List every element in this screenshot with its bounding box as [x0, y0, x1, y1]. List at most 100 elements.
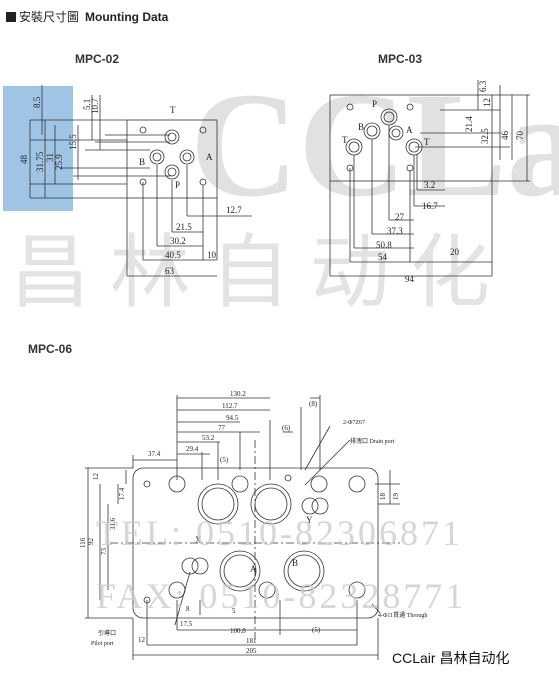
mpc06-dim-31-6: 31.6 [109, 517, 117, 530]
mpc06-dim-73: 73 [100, 548, 108, 556]
mpc02-dim-15-5: 15.5 [68, 134, 78, 150]
mpc06-dim-181: 181 [246, 637, 257, 645]
watermark-logo-text: CCLair [190, 62, 559, 228]
mpc03-labels: P A B T T 6.3 12 21.4 32.5 46 70 3.2 16.… [342, 80, 525, 284]
mpc03-dim-46: 46 [500, 131, 510, 141]
mpc03-dim-70: 70 [515, 131, 525, 141]
mpc06-port-a-label: A [250, 564, 257, 574]
mpc03-bolt-hole [346, 103, 354, 111]
mpc06-port-a-circle [219, 550, 261, 592]
mpc06-dim-29-4: 29.4 [186, 445, 199, 453]
mpc02-dim-21-5: 21.5 [176, 222, 192, 232]
mpc02-dim-31-75: 31.75 [35, 151, 45, 172]
mpc03-dim-37-3: 37.3 [387, 226, 403, 236]
mpc02-dim-10: 10 [207, 250, 217, 260]
mpc06-dim-5a: (5) [220, 456, 229, 464]
mpc06-dim-94-5: 94.5 [226, 414, 239, 422]
brand-footer: CCLair 昌林自动化 [392, 648, 509, 668]
contact-watermark: TEL: 0510-82306871 FAX: 0510-82328771 [96, 513, 466, 616]
watermark-tel: TEL: 0510-82306871 [96, 513, 463, 553]
mpc06-dim-130-2: 130.2 [230, 390, 246, 398]
mpc06-bolt-hole [143, 480, 151, 488]
brand-logo-text: CCLair [392, 650, 436, 666]
mpc06-dim-5b: 5 [232, 607, 236, 615]
mpc06-port-big-2 [250, 483, 292, 525]
mpc02-dim-40-5: 40.5 [165, 250, 181, 260]
mpc02-dim-5-1: 5.1 [82, 99, 92, 110]
mpc06-dim-8b: 8 [186, 605, 190, 613]
mpc03-port-t1-label: T [342, 135, 348, 145]
mpc03-bolt-hole [406, 103, 414, 111]
mpc06-dim-37-4: 37.4 [148, 450, 161, 458]
watermark-logo-cn: 昌林自动化 [10, 230, 510, 318]
mpc06-dim-17-4: 17.4 [118, 487, 126, 500]
mpc02-port-a-circle [179, 149, 195, 165]
mpc06-dim-17-5: 17.5 [180, 620, 193, 628]
mpc06-drawing [85, 395, 400, 660]
mpc06-title: MPC-06 [28, 342, 73, 356]
mpc03-dim-3-2: 3.2 [424, 180, 435, 190]
mpc06-pilot-note-cn: 引導口 [98, 629, 116, 637]
mpc06-through-note: 4-Φ11貫通 Through [378, 611, 427, 619]
mpc03-port-a-label: A [406, 125, 413, 135]
mpc06-dim-12: 12 [92, 473, 100, 481]
mpc03-port-b-label: B [358, 122, 364, 132]
mpc06-port-b-label: B [292, 558, 298, 568]
mpc06-port-x-circle [181, 557, 199, 575]
mpc06-dim-205: 205 [246, 647, 257, 655]
mpc06-oring-note: 2-Φ7Z67 [343, 420, 365, 426]
mpc02-dim-31: 31 [45, 153, 55, 162]
mpc03-dim-21-4: 21.4 [464, 116, 474, 132]
mpc03-dim-12: 12 [482, 98, 492, 107]
mpc06-small-port [231, 475, 249, 493]
mpc06-dim-18: 18 [379, 493, 387, 501]
mpc03-dim-6-3: 6.3 [478, 80, 488, 92]
mpc03-dim-27: 27 [395, 212, 405, 222]
mpc06-small-port [258, 581, 276, 599]
mpc06-dim-12c: 12 [138, 636, 146, 644]
mpc06-dim-112-7: 112.7 [222, 402, 238, 410]
mpc06-small-port [310, 475, 328, 493]
mpc02-port-p-circle [164, 164, 180, 180]
mpc02-dim-8-5: 8.5 [32, 96, 42, 108]
mpc02-bolt-hole [139, 126, 147, 134]
mpc02-labels: T A B P 8.5 5.1 10.7 15.5 25.9 31 31.75 … [19, 96, 242, 276]
mpc02-port-b-circle [149, 149, 165, 165]
mpc03-dim-20: 20 [450, 247, 460, 257]
mpc02-port-p-label: P [175, 180, 180, 190]
mpc02-port-t-label: T [170, 105, 176, 115]
mpc06-port-big-1 [197, 483, 239, 525]
mpc02-dim-30-2: 30.2 [170, 236, 186, 246]
mpc02-port-a-label: A [206, 152, 213, 162]
mpc03-port-p-label: P [372, 99, 377, 109]
watermark-fax: FAX: 0510-82328771 [96, 576, 466, 616]
mpc02-dim-63: 63 [165, 266, 175, 276]
brand-name-cn: 昌林自动化 [439, 650, 510, 666]
mpc02-title: MPC-02 [75, 52, 120, 66]
mpc03-title: MPC-03 [378, 52, 423, 66]
mpc06-small-port [348, 475, 366, 493]
mpc02-bolt-hole [199, 126, 207, 134]
mpc03-dim-94: 94 [405, 274, 415, 284]
mpc06-dim-53-2: 53.2 [202, 434, 215, 442]
mpc06-port-x-label: X [195, 535, 202, 545]
section-header: 安裝尺寸圖 Mounting Data [6, 8, 168, 25]
mpc03-dim-16-7: 16.7 [422, 201, 438, 211]
mpc03-port-t2-label: T [424, 137, 430, 147]
mpc03-dim-54: 54 [378, 252, 388, 262]
header-square-icon [6, 12, 16, 22]
mpc06-labels: 130.2 112.7 94.5 77 53.2 29.4 37.4 (8) (… [79, 390, 427, 655]
mpc03-dim-50-8: 50.8 [376, 240, 392, 250]
mpc03-dim-32-5: 32.5 [480, 128, 490, 144]
mpc06-pilot-note-en: Pilot port [91, 641, 114, 647]
mpc06-drain-port-circle [284, 474, 292, 482]
mpc02-dim-48: 48 [19, 155, 29, 165]
header-title-en: Mounting Data [85, 10, 169, 24]
header-title-cn: 安裝尺寸圖 [19, 10, 80, 24]
mpc06-port-y-circle [301, 497, 319, 515]
mpc06-port-b-circle [283, 550, 325, 592]
mpc06-dim-19: 19 [392, 493, 400, 501]
mpc06-dim-8: (8) [309, 400, 318, 408]
mpc03-drawing [329, 80, 530, 277]
